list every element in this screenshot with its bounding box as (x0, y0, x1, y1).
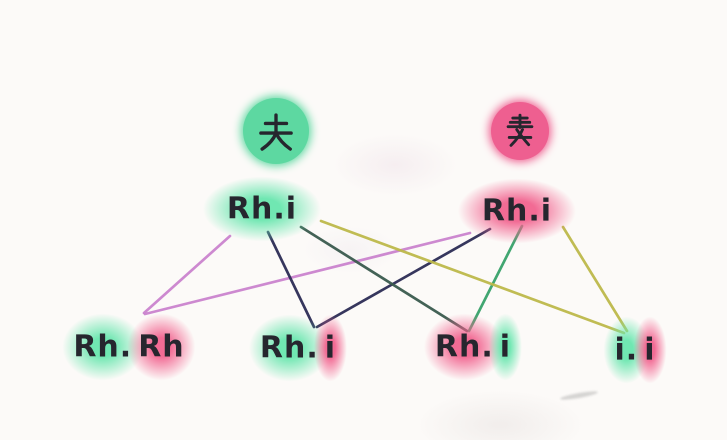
husband-character-glyph (259, 113, 293, 151)
edge-father-to-child2 (266, 230, 316, 329)
offspring-genotype-1: Rh.Rh (62, 313, 196, 381)
offspring-genotype-2: Rh.i (248, 314, 348, 382)
offspring-genotype-4: i.i (603, 316, 667, 384)
wife-character-glyph (506, 113, 534, 147)
wife-circle: 妻 (491, 102, 549, 160)
edge-father-to-child4 (319, 219, 626, 335)
edge-father-to-child1 (142, 234, 232, 315)
genotype-part: i (488, 313, 523, 381)
offspring-genotype-3: Rh.i (423, 313, 523, 381)
mother-genotype: Rh.i (457, 178, 577, 244)
edge-mother-to-child4 (561, 225, 629, 333)
genotype-part: Rh (127, 313, 196, 381)
father-genotype: Rh.i (202, 176, 322, 242)
genotype-part: i (633, 316, 667, 384)
genotype-part: i (313, 314, 348, 382)
edge-mother-to-child1 (143, 231, 472, 316)
husband-circle: 夫 (243, 98, 309, 164)
edge-mother-to-child2 (315, 227, 492, 329)
